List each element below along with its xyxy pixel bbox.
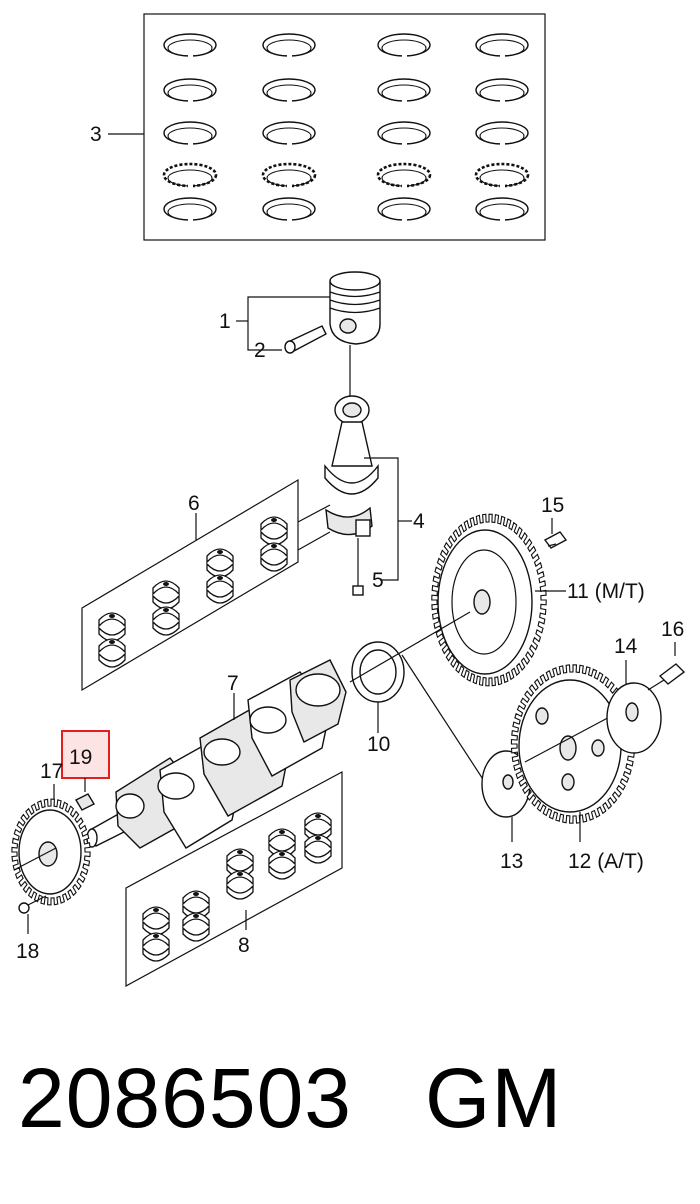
piston-ring <box>377 78 431 103</box>
callout-1: 1 <box>219 310 231 333</box>
bearing-shell <box>152 606 180 636</box>
timing-gear-bolt <box>18 895 47 914</box>
piston-ring <box>474 162 530 188</box>
crankshaft-key <box>75 793 95 811</box>
flywheel-bolt <box>543 531 568 549</box>
brand-name: GM <box>425 1051 563 1145</box>
piston <box>329 271 381 345</box>
callout-5: 5 <box>372 569 384 592</box>
piston-ring <box>475 78 529 103</box>
crankshaft-timing-gear <box>11 798 91 906</box>
piston-ring <box>475 121 529 146</box>
bearing-shell <box>98 612 126 642</box>
piston-ring <box>475 197 529 222</box>
flywheel-mt <box>431 513 547 687</box>
callout-15: 15 <box>541 494 564 517</box>
callout-19: 19 <box>69 746 92 769</box>
connecting-rod <box>324 395 379 537</box>
callout-3: 3 <box>90 123 102 146</box>
callout-6: 6 <box>188 492 200 515</box>
connecting-rod-bolt <box>352 538 364 596</box>
crankshaft <box>86 659 347 849</box>
bearing-shell <box>152 580 180 610</box>
piston-ring <box>475 33 529 58</box>
piston-ring <box>163 78 217 103</box>
callout-17: 17 <box>40 760 63 783</box>
bearing-shell <box>206 574 234 604</box>
bearing-shell <box>182 912 210 942</box>
callout-18: 18 <box>16 940 39 963</box>
bearing-shell <box>268 850 296 880</box>
piston-ring <box>262 197 316 222</box>
callout-16: 16 <box>661 618 684 641</box>
piston-ring <box>163 121 217 146</box>
part-number: 2086503 <box>18 1051 353 1145</box>
callout-13: 13 <box>500 850 523 873</box>
piston-ring <box>377 197 431 222</box>
conrod-bearing-set <box>81 478 299 692</box>
callout-19-highlight[interactable]: 19 <box>61 730 110 779</box>
piston-ring <box>162 162 218 188</box>
bearing-shell <box>304 834 332 864</box>
bearing-shell <box>260 516 288 546</box>
piston-ring <box>262 121 316 146</box>
callout-12: 12 (A/T) <box>568 850 644 873</box>
callout-8: 8 <box>238 934 250 957</box>
bearing-shell <box>260 542 288 572</box>
bearing-shell <box>226 870 254 900</box>
piston-ring <box>376 162 432 188</box>
piston-ring <box>163 197 217 222</box>
callout-14: 14 <box>614 635 638 658</box>
bearing-shell <box>142 932 170 962</box>
piston-ring <box>261 162 317 188</box>
piston-ring <box>163 33 217 58</box>
flexplate-bolt <box>647 663 686 691</box>
flexplate-reinforcement <box>606 682 662 754</box>
piston-pin <box>284 325 327 354</box>
callout-4: 4 <box>413 510 425 533</box>
bearing-shell <box>142 906 170 936</box>
piston-ring-set <box>143 13 546 241</box>
callout-10: 10 <box>367 733 390 756</box>
callout-11: 11 (M/T) <box>567 580 645 603</box>
piston-ring <box>262 78 316 103</box>
callout-2: 2 <box>254 339 266 362</box>
piston-ring <box>377 33 431 58</box>
flexplate-at <box>510 664 636 824</box>
piston-ring <box>377 121 431 146</box>
bearing-shell <box>98 638 126 668</box>
rear-oil-seal <box>351 641 405 703</box>
piston-ring <box>262 33 316 58</box>
callout-7: 7 <box>227 672 239 695</box>
main-bearing-set <box>125 770 343 988</box>
part-number-footer: 2086503 GM <box>18 1050 562 1147</box>
bearing-shell <box>206 548 234 578</box>
